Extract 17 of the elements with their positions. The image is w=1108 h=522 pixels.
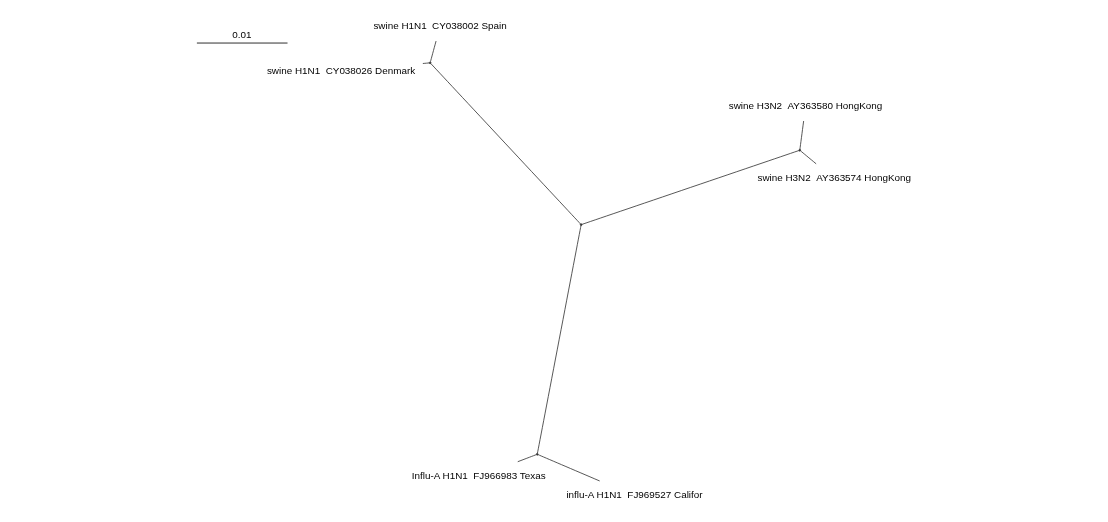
connector: [429, 40, 436, 63]
connector: [799, 120, 804, 150]
node-point: [579, 223, 582, 226]
node-text: swine H3N2 AY363580 HongKong: [728, 99, 882, 111]
node-text: swine H1N1 CY038026 Denmark: [266, 64, 415, 76]
connector: [421, 62, 429, 64]
connector: [799, 150, 817, 165]
node-text: influ-A H1N1 FJ969527 Califor: [565, 489, 703, 501]
connector: [537, 454, 600, 482]
node-text: swine H3N2 AY363574 HongKong: [756, 172, 911, 184]
node-point: [535, 453, 539, 456]
node-point: [798, 148, 801, 152]
node-text: swine H1N1 CY038002 Spain: [372, 19, 507, 31]
connector: [516, 454, 537, 463]
label: 0.01: [231, 28, 252, 40]
node-point: [428, 61, 431, 65]
node-text: Influ-A H1N1 FJ966983 Texas: [411, 470, 546, 482]
